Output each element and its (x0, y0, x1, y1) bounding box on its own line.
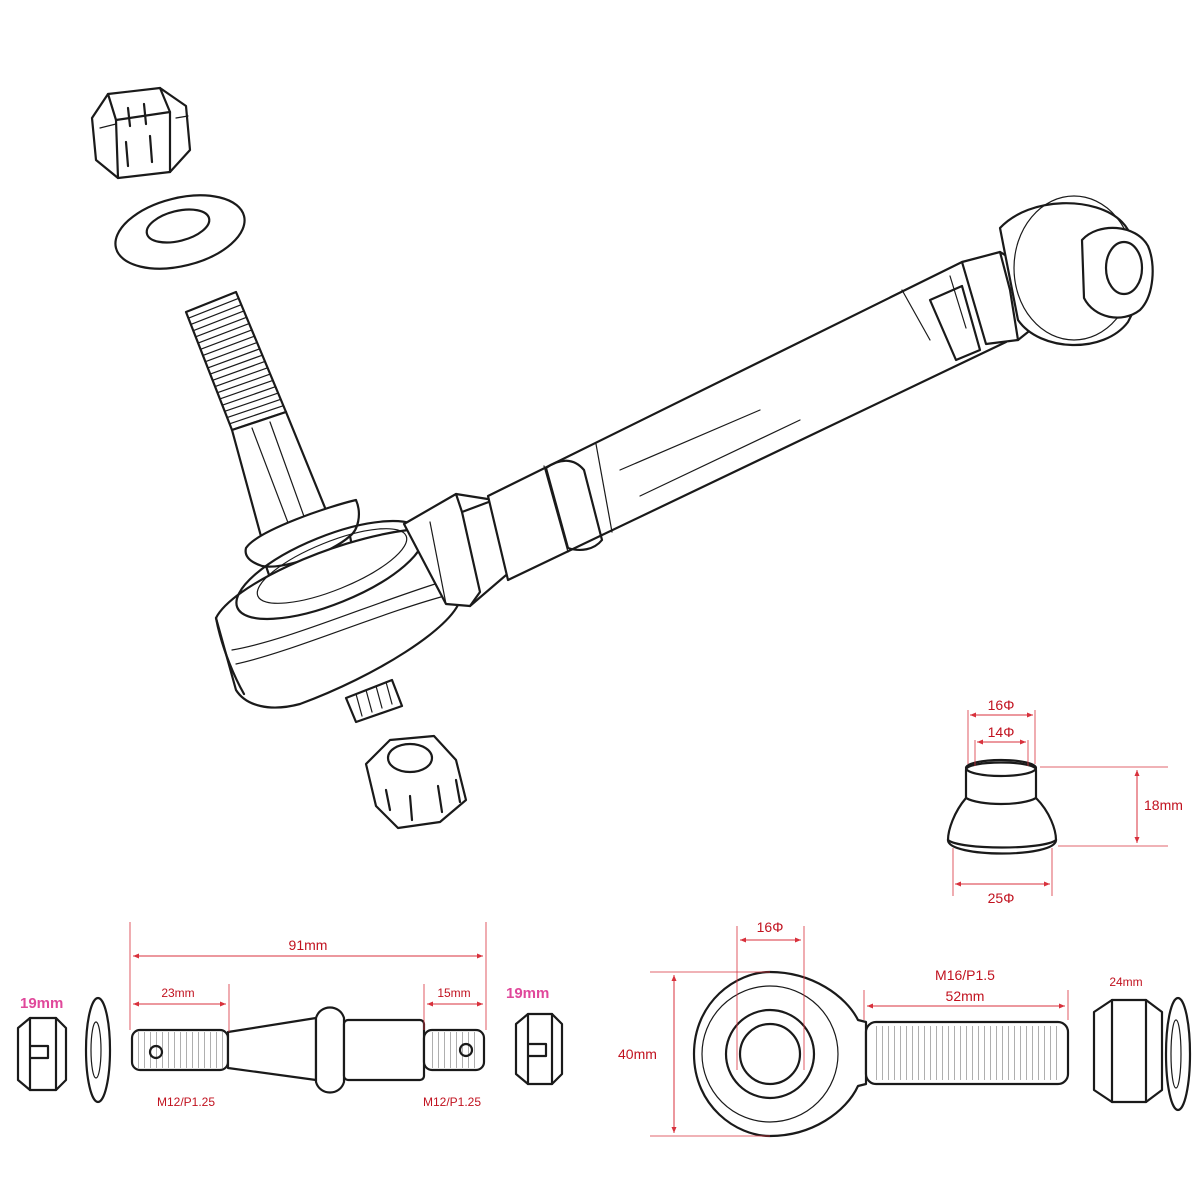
thread-ridge (197, 322, 250, 344)
arm-body-icon (214, 195, 1154, 724)
thread-ridge (209, 354, 263, 375)
dimension-arrowhead (1134, 770, 1140, 776)
dimension-arrowhead (427, 1001, 433, 1007)
thread-ridge (192, 310, 245, 332)
thread-ridge (224, 392, 279, 412)
dimension-arrowhead (977, 739, 983, 745)
dimension-arrowhead (955, 881, 961, 887)
ball-stud-icon (184, 290, 360, 599)
stud-drawing (130, 1006, 486, 1094)
dimension-arrowhead (477, 953, 483, 959)
rod-end-dimensions (650, 926, 1069, 1137)
dimension-arrowhead (133, 953, 139, 959)
thread-ridge (214, 367, 269, 388)
thread-ridge (219, 379, 274, 400)
dimension-arrowhead (1027, 712, 1033, 718)
dimension-arrowhead (220, 1001, 226, 1007)
thread-ridge (185, 291, 237, 313)
thread-ridge (207, 348, 261, 369)
dimension-arrowhead (795, 937, 801, 943)
dimension-arrowhead (740, 937, 746, 943)
thread-ridge (202, 335, 256, 357)
bushing-inner-top-label: 14Φ (988, 724, 1015, 740)
dimension-arrowhead (133, 1001, 139, 1007)
rod-end-shank-length-label: 52mm (946, 988, 985, 1004)
thread-ridge (187, 297, 240, 319)
dimension-arrowhead (477, 1001, 483, 1007)
dimension-arrowhead (1059, 1003, 1065, 1009)
thread-ridge (226, 398, 282, 419)
rod-end-washer-icon (1164, 996, 1192, 1112)
stud-left-nut-size-label: 19mm (20, 995, 63, 1012)
dimension-arrowhead (1020, 739, 1026, 745)
stud-left-nut-icon (16, 1016, 68, 1092)
castle-nut-top-icon (90, 86, 192, 180)
rod-end-nut-size-label: 24mm (1109, 975, 1142, 989)
castle-nut-bottom-icon (364, 734, 468, 830)
bushing-outer-top-label: 16Φ (988, 697, 1015, 713)
dimension-arrowhead (1134, 837, 1140, 843)
stud-total-length-label: 91mm (289, 937, 328, 953)
dimension-arrowhead (1044, 881, 1050, 887)
bushing-height-label: 18mm (1144, 797, 1183, 813)
stud-left-thread-spec-label: M12/P1.25 (157, 1095, 215, 1109)
thread-ridge (221, 386, 277, 406)
dimension-arrows (133, 712, 1140, 1133)
bushing-drawing (946, 758, 1058, 855)
washer-top-icon (114, 194, 246, 270)
dimension-arrowhead (970, 712, 976, 718)
thread-ridge (199, 329, 253, 350)
stud-left-washer-icon (84, 996, 112, 1104)
rod-end-drawing (692, 970, 1070, 1138)
thread-ridge (212, 360, 266, 381)
dimension-arrowhead (671, 1127, 677, 1133)
rod-end-nut-icon (1092, 998, 1164, 1104)
bushing-dimensions (952, 710, 1168, 896)
thread-ridge (228, 405, 284, 425)
stud-right-thread-spec-label: M12/P1.25 (423, 1095, 481, 1109)
dimension-arrowhead (671, 975, 677, 981)
thread-ridge (204, 341, 258, 363)
rod-end-thread-spec-label: M16/P1.5 (935, 967, 995, 983)
thread-ridge (216, 373, 271, 394)
dimension-arrowhead (867, 1003, 873, 1009)
stud-right-thread-length-label: 15mm (437, 986, 470, 1000)
rod-end-bore-label: 16Φ (757, 919, 784, 935)
thread-ridge (190, 304, 242, 326)
thread-ridge (195, 316, 248, 338)
bushing-base-label: 25Φ (988, 890, 1015, 906)
rod-end-head-height-label: 40mm (618, 1046, 657, 1062)
stud-left-thread-length-label: 23mm (161, 986, 194, 1000)
stud-right-nut-icon (514, 1012, 564, 1086)
stud-right-nut-size-label: 19mm (506, 985, 549, 1002)
stud-dimensions (129, 922, 487, 1032)
